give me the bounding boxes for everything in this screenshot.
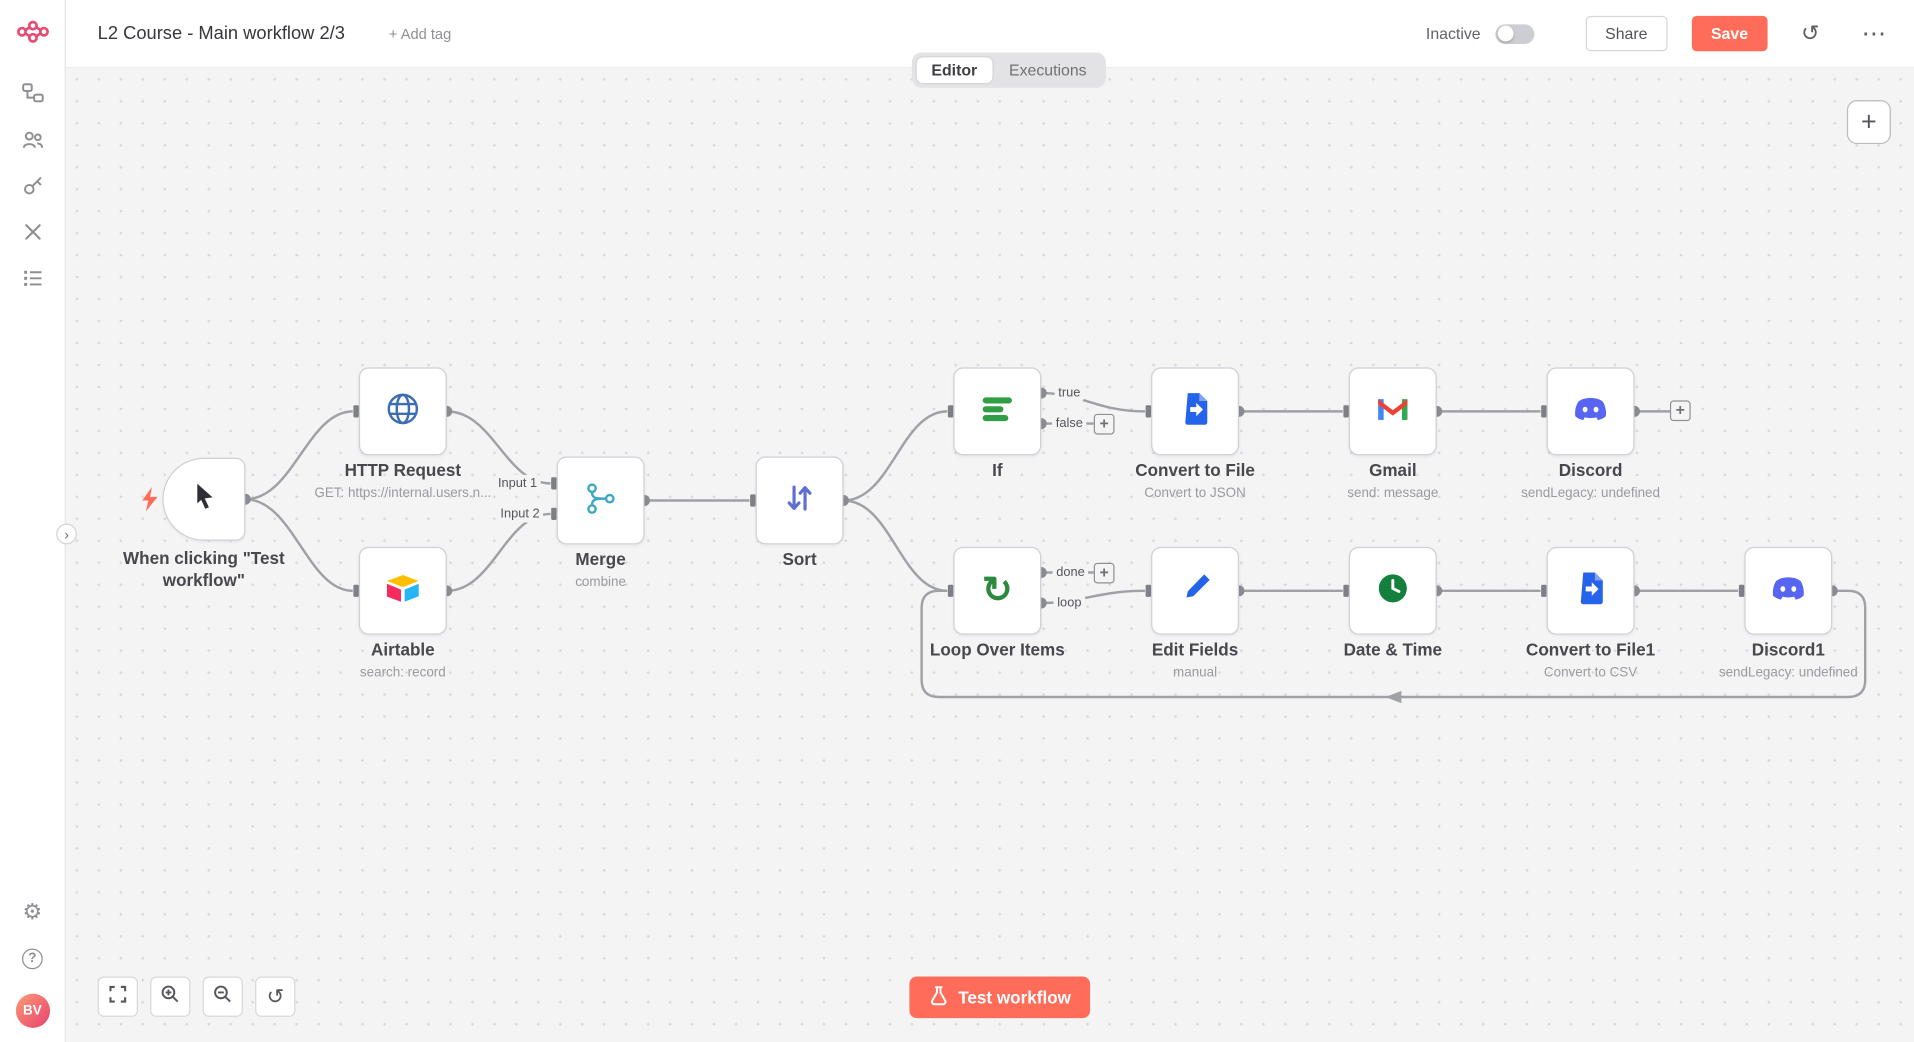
node-sort[interactable] — [755, 456, 844, 545]
reset-zoom-button[interactable]: ↺ — [255, 976, 296, 1017]
view-tabs: Editor Executions — [911, 52, 1107, 88]
more-options-button[interactable]: ⋯ — [1855, 15, 1892, 52]
add-tag-button[interactable]: + Add tag — [388, 25, 452, 43]
flask-icon — [929, 985, 949, 1009]
list-icon — [21, 267, 43, 295]
history-icon: ↺ — [1801, 20, 1820, 46]
discord-icon — [1567, 385, 1613, 437]
node-merge[interactable] — [556, 456, 645, 545]
add-node-after-discord[interactable]: + — [1669, 400, 1691, 422]
if-icon — [974, 385, 1020, 437]
connection-label-done: done — [1052, 563, 1089, 582]
add-node-after-if-false[interactable]: + — [1093, 413, 1115, 435]
globe-icon — [380, 385, 426, 437]
zoom-in-button[interactable] — [150, 976, 191, 1017]
sidebar-item-variables[interactable] — [9, 211, 55, 257]
active-toggle[interactable] — [1495, 23, 1535, 44]
zoom-in-icon — [160, 983, 181, 1010]
node-edit-fields[interactable] — [1151, 546, 1240, 635]
connection-label-input2: Input 2 — [496, 505, 544, 523]
sidebar-item-workflows[interactable] — [9, 72, 55, 118]
add-node-after-loop-done[interactable]: + — [1093, 562, 1115, 584]
node-gmail[interactable] — [1348, 367, 1437, 456]
tab-editor[interactable]: Editor — [915, 56, 994, 85]
key-icon — [21, 174, 43, 202]
merge-icon — [577, 474, 623, 526]
sidebar-item-users[interactable] — [9, 118, 55, 164]
variables-icon — [21, 220, 43, 248]
trigger-bolt-icon — [142, 487, 158, 512]
sort-icon — [776, 474, 822, 526]
zoom-to-fit-button[interactable] — [97, 976, 138, 1017]
node-if[interactable] — [953, 367, 1042, 456]
toggle-knob — [1497, 25, 1514, 42]
gear-icon: ⚙ — [22, 899, 43, 925]
sidebar-item-settings[interactable]: ⚙ — [9, 889, 55, 935]
workflows-icon — [21, 81, 44, 109]
user-avatar[interactable]: BV — [15, 993, 50, 1028]
loop-icon: ↻ — [981, 570, 1013, 611]
node-convert-to-file[interactable] — [1151, 367, 1240, 456]
zoom-out-icon — [212, 983, 233, 1010]
reset-icon: ↺ — [266, 984, 284, 1008]
tab-executions[interactable]: Executions — [1008, 61, 1087, 80]
node-airtable[interactable] — [358, 546, 447, 635]
node-discord1[interactable] — [1744, 546, 1833, 635]
test-workflow-button[interactable]: Test workflow — [909, 976, 1091, 1019]
node-http-request[interactable] — [358, 367, 447, 456]
share-button[interactable]: Share — [1585, 15, 1668, 52]
file-export-icon — [1567, 565, 1613, 617]
cursor-icon — [183, 475, 225, 523]
history-button[interactable]: ↺ — [1792, 15, 1829, 52]
airtable-icon — [380, 565, 426, 617]
sidebar-item-executions[interactable] — [9, 258, 55, 304]
save-button[interactable]: Save — [1691, 15, 1768, 52]
clock-icon — [1370, 565, 1416, 617]
node-date-time[interactable] — [1348, 546, 1437, 635]
users-icon — [21, 128, 43, 156]
n8n-logo[interactable] — [14, 17, 51, 52]
connection-wires — [239, 387, 1867, 704]
connection-label-input1: Input 1 — [494, 474, 541, 492]
sidebar-expand-chevron[interactable]: › — [56, 523, 77, 545]
canvas-controls: ↺ — [97, 976, 296, 1017]
discord-icon — [1765, 565, 1811, 617]
fit-view-icon — [107, 983, 128, 1010]
ellipsis-icon: ⋯ — [1861, 20, 1886, 48]
add-node-button[interactable]: + — [1846, 100, 1891, 145]
connection-label-true: true — [1054, 384, 1085, 402]
help-icon: ? — [21, 947, 43, 969]
workflow-status-label: Inactive — [1425, 24, 1481, 43]
node-convert-to-file1[interactable] — [1546, 546, 1635, 635]
node-loop-over-items[interactable]: ↻ — [953, 546, 1042, 635]
test-workflow-label: Test workflow — [958, 987, 1071, 1008]
sidebar-item-credentials[interactable] — [9, 165, 55, 211]
workflow-canvas[interactable]: ↻ — [65, 68, 1914, 1042]
connection-label-false: false — [1052, 415, 1087, 433]
connection-label-loop: loop — [1053, 594, 1086, 612]
top-bar: L2 Course - Main workflow 2/3 + Add tag … — [65, 0, 1914, 69]
gmail-icon — [1370, 385, 1416, 437]
node-manual-trigger[interactable] — [162, 457, 246, 541]
file-export-icon — [1172, 385, 1218, 437]
pencil-icon — [1172, 565, 1218, 617]
workflow-title[interactable]: L2 Course - Main workflow 2/3 — [97, 23, 345, 44]
sidebar: ⚙ ? BV — [0, 0, 66, 1042]
node-discord[interactable] — [1546, 367, 1635, 456]
sidebar-item-help[interactable]: ? — [9, 935, 55, 981]
zoom-out-button[interactable] — [202, 976, 243, 1017]
